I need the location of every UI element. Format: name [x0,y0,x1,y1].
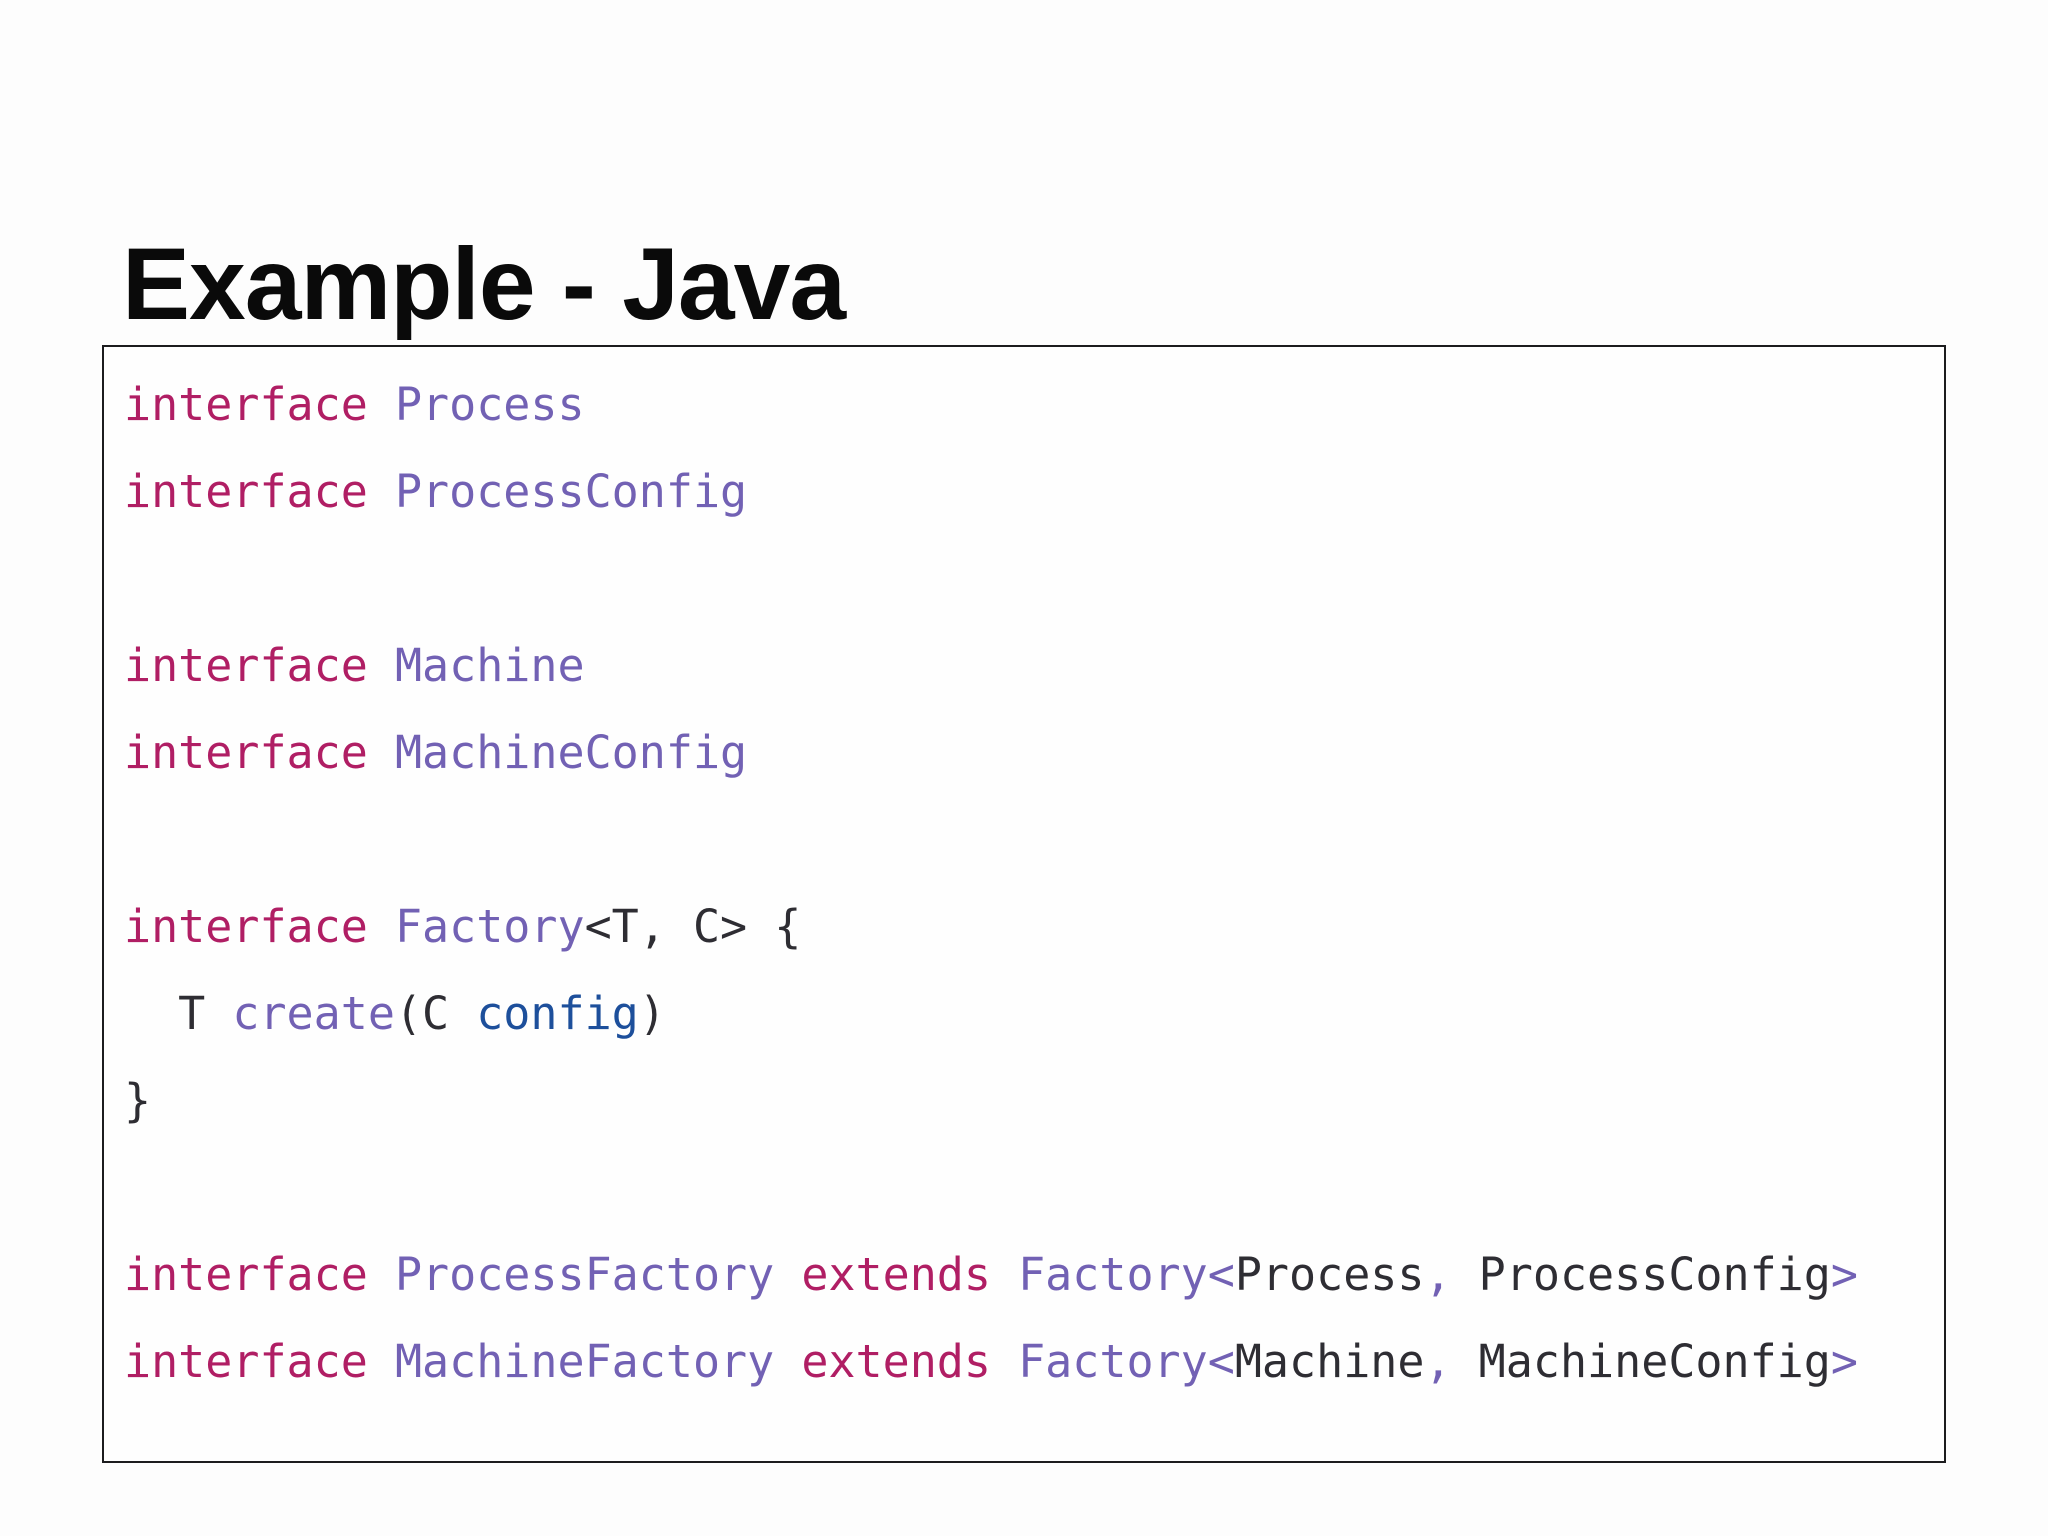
code-token-plain [991,1335,1018,1388]
code-line: interface ProcessFactory extends Factory… [124,1231,1924,1318]
code-token-type: Factory [394,900,585,953]
code-line: } [124,1057,1924,1144]
code-token-type: < [1207,1335,1235,1388]
code-line [124,1144,1924,1231]
code-line: interface Factory<T, C> { [124,883,1924,970]
code-token-plain: ) [638,987,666,1040]
code-token-keyword: interface [124,900,368,953]
code-token-plain [368,639,395,692]
code-token-keyword: interface [124,726,368,779]
code-token-type: create [232,987,395,1040]
code-token-param: config [476,987,639,1040]
code-token-type: > [1830,1335,1858,1388]
code-token-keyword: interface [124,1335,368,1388]
code-line: interface Machine [124,622,1924,709]
code-token-keyword: interface [124,465,368,518]
code-token-plain [368,465,395,518]
code-token-type: ProcessFactory [394,1248,775,1301]
code-line [124,796,1924,883]
code-token-type: < [1207,1248,1235,1301]
code-token-keyword: interface [124,639,368,692]
code-line [124,535,1924,622]
code-line: interface MachineFactory extends Factory… [124,1318,1924,1405]
code-token-type: Machine [394,639,585,692]
code-token-plain: T [124,987,233,1040]
code-line: interface Process [124,361,1924,448]
code-token-plain: <T, C> { [584,900,802,953]
code-token-plain: (C [394,987,477,1040]
code-token-plain [368,726,395,779]
code-token-keyword: extends [801,1335,991,1388]
code-token-plain: MachineConfig [1478,1335,1831,1388]
code-token-keyword: interface [124,378,368,431]
code-token-plain [368,1248,395,1301]
code-line: interface ProcessConfig [124,448,1924,535]
code-token-plain: Machine [1234,1335,1425,1388]
code-line: interface MachineConfig [124,709,1924,796]
code-token-plain [774,1335,801,1388]
code-token-type: ProcessConfig [394,465,748,518]
code-token-plain: Process [1234,1248,1425,1301]
code-token-type: MachineConfig [394,726,748,779]
code-token-type: , [1424,1248,1479,1301]
code-token-keyword: interface [124,1248,368,1301]
code-token-plain [368,378,395,431]
code-token-type: Factory [1018,1248,1208,1301]
code-token-plain: } [124,1074,152,1127]
code-token-plain [774,1248,801,1301]
code-token-plain [368,1335,395,1388]
code-token-type: > [1830,1248,1858,1301]
code-token-type: Process [394,378,585,431]
code-token-type: MachineFactory [394,1335,775,1388]
code-token-keyword: extends [801,1248,991,1301]
code-token-type: Factory [1018,1335,1208,1388]
code-token-plain: ProcessConfig [1478,1248,1831,1301]
code-token-type: , [1424,1335,1479,1388]
code-token-plain [368,900,395,953]
code-token-plain [991,1248,1018,1301]
code-line: T create(C config) [124,970,1924,1057]
slide-title: Example - Java [122,227,846,342]
